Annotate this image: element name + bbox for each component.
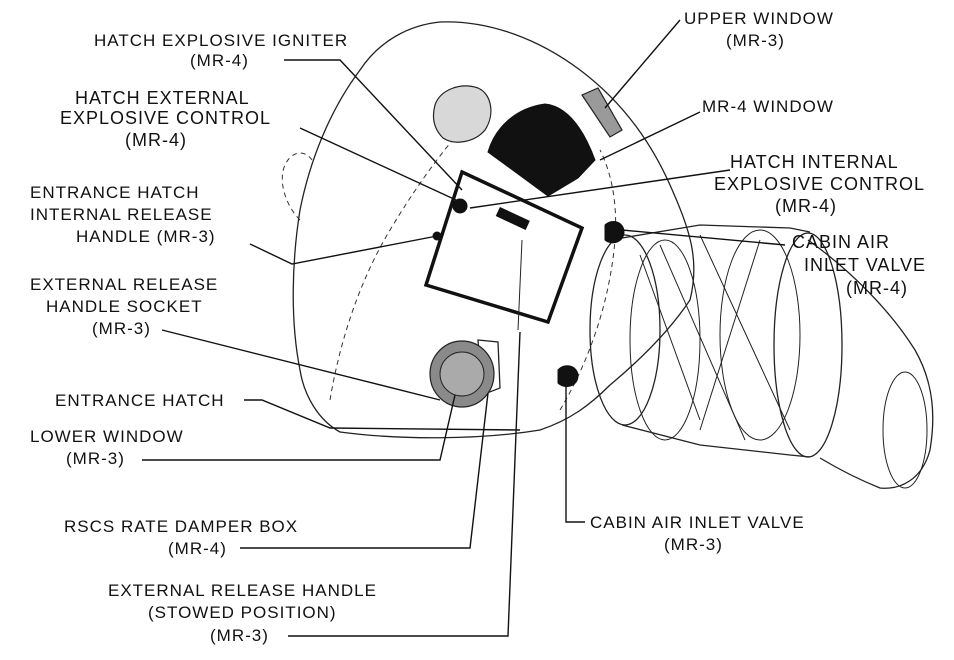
label-external-release-handle-socket: EXTERNAL RELEASE HANDLE SOCKET (MR-3) <box>30 275 224 338</box>
cabin-air-inlet-valve-mr3-shape <box>557 365 579 387</box>
leader-hatch-external-explosive-control <box>299 127 457 201</box>
capsule-outline <box>292 21 695 439</box>
label-rscs-rate-damper-box: RSCS RATE DAMPER BOX (MR-4) <box>64 517 304 558</box>
leader-external-release-handle <box>288 331 521 637</box>
label-upper-window: UPPER WINDOW (MR-3) <box>684 9 840 50</box>
hatch-external-explosive-control-knob <box>452 198 468 214</box>
label-entrance-hatch: ENTRANCE HATCH <box>55 391 225 410</box>
label-cabin-air-inlet-valve-mr4: CABIN AIR INLET VALVE (MR-4) <box>792 232 932 298</box>
label-mr4-window: MR-4 WINDOW <box>702 97 834 116</box>
cylinder-bottom-edge <box>621 424 811 458</box>
cylinder-lattice <box>639 234 791 441</box>
leader-external-release-handle-socket <box>161 329 441 401</box>
leader-cabin-air-inlet-valve-mr3 <box>565 385 585 523</box>
mr4-window-shape <box>487 103 596 197</box>
label-hatch-internal-explosive-control: HATCH INTERNAL EXPLOSIVE CONTROL (MR-4) <box>714 152 930 216</box>
label-cabin-air-inlet-valve-mr3: CABIN AIR INLET VALVE (MR-3) <box>590 513 810 554</box>
hatch-handle-bar <box>495 206 530 230</box>
label-hatch-external-explosive-control: HATCH EXTERNAL EXPLOSIVE CONTROL (MR-4) <box>60 88 276 150</box>
label-lower-window: LOWER WINDOW (MR-3) <box>30 427 189 468</box>
cylinder-ring-rear <box>719 229 801 441</box>
leader-cabin-air-inlet-valve-mr4 <box>621 229 786 246</box>
leader-hatch-internal-explosive-control <box>469 169 731 209</box>
cylinder-top-edge <box>621 224 811 239</box>
lower-window <box>429 339 501 408</box>
leader-mr4-window <box>599 111 701 161</box>
leader-lines <box>142 19 786 637</box>
capsule-side-bump <box>281 152 313 221</box>
hatch-handle-stem <box>517 239 523 331</box>
igniter-shape <box>432 85 492 143</box>
labels: UPPER WINDOW (MR-3) HATCH EXPLOSIVE IGNI… <box>30 9 932 645</box>
label-external-release-handle: EXTERNAL RELEASE HANDLE (STOWED POSITION… <box>108 581 383 645</box>
cylinder-section <box>589 224 934 489</box>
nozzle-rim <box>882 371 928 489</box>
leader-entrance-hatch-internal-release-handle <box>249 235 438 265</box>
cabin-air-inlet-valve-mr4-shape <box>604 221 625 244</box>
leader-lower-window <box>142 394 456 461</box>
cylinder-ring-front <box>589 234 661 426</box>
capsule-rear-contour <box>559 149 617 411</box>
entrance-hatch-frame <box>423 169 585 325</box>
leader-upper-window <box>604 19 681 109</box>
nozzle-outline <box>807 239 934 489</box>
upper-window-shape <box>581 87 623 138</box>
cylinder-ring-mid <box>629 239 701 441</box>
label-entrance-hatch-internal-release-handle: ENTRANCE HATCH INTERNAL RELEASE HANDLE (… <box>30 183 218 246</box>
leader-entrance-hatch <box>244 399 521 431</box>
label-hatch-explosive-igniter: HATCH EXPLOSIVE IGNITER (MR-4) <box>94 31 354 70</box>
leader-rscs-rate-damper-box <box>240 392 489 549</box>
leader-hatch-explosive-igniter <box>284 59 463 191</box>
